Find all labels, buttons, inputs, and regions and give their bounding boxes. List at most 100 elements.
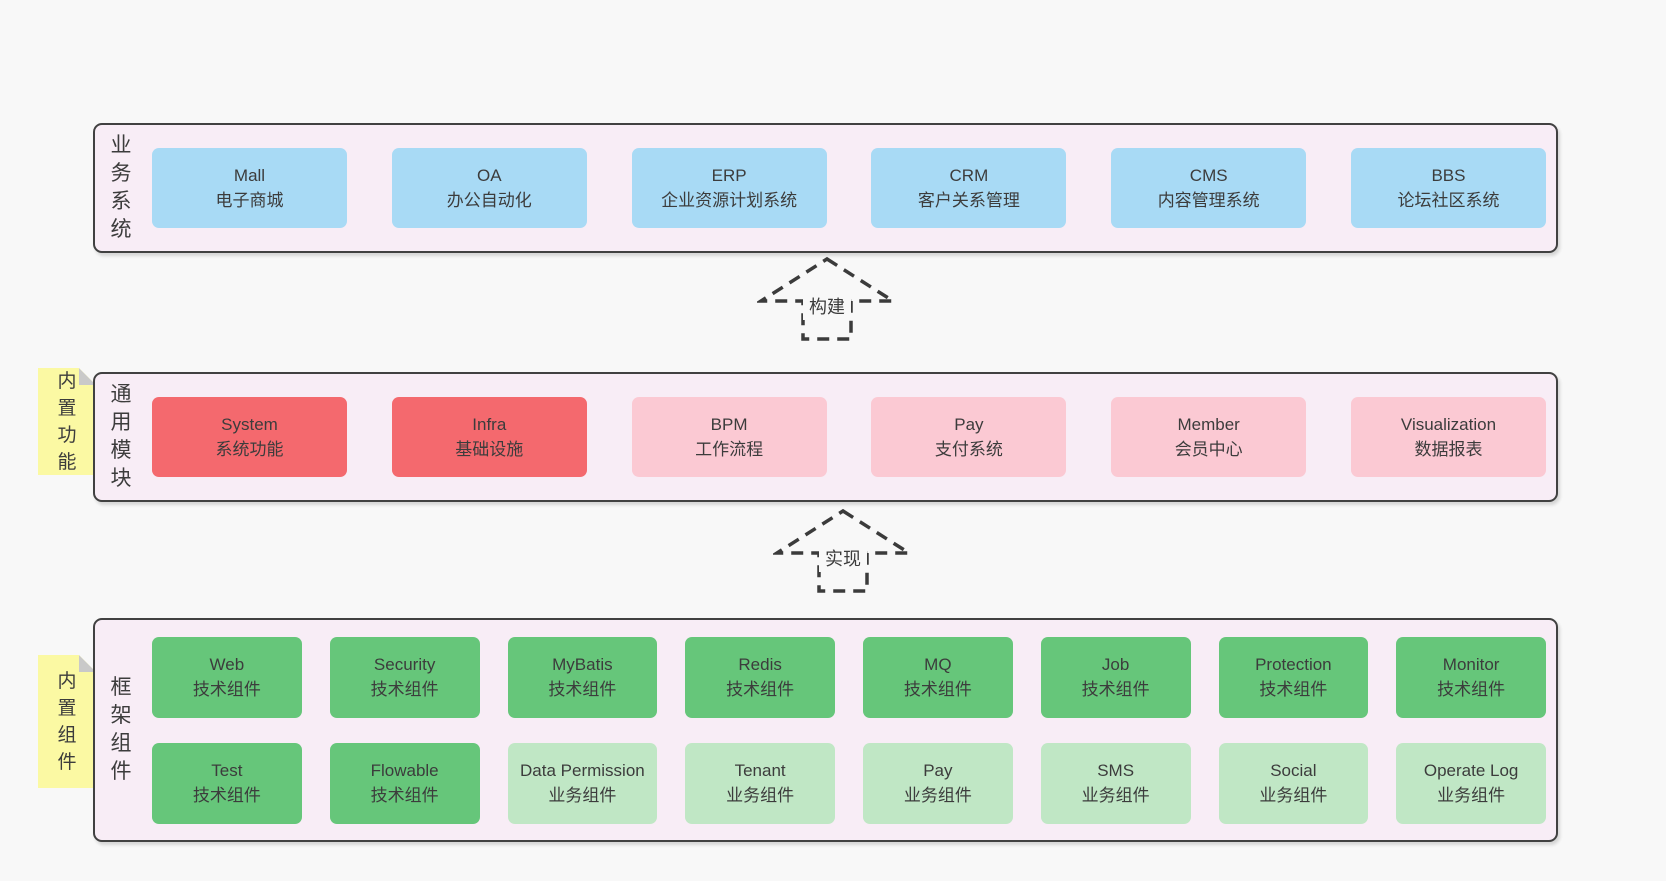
sticky-note-built-in-features: 内置功能 xyxy=(38,368,96,475)
module-box-member: Member 会员中心 xyxy=(1111,397,1307,477)
module-box-desc: 企业资源计划系统 xyxy=(661,191,798,210)
module-box-desc: 技术组件 xyxy=(726,680,795,699)
module-box-desc: 客户关系管理 xyxy=(917,191,1020,210)
module-box-name: Flowable xyxy=(370,761,439,780)
module-box-desc: 办公自动化 xyxy=(446,191,532,210)
module-box-name: Visualization xyxy=(1400,415,1497,434)
module-box-pay: Pay 业务组件 xyxy=(863,742,1013,824)
module-box-name: Web xyxy=(209,655,245,674)
module-box-desc: 业务组件 xyxy=(726,786,795,805)
module-box-desc: 电子商城 xyxy=(215,191,284,210)
module-box-cms: CMS 内容管理系统 xyxy=(1111,148,1307,228)
module-box-desc: 技术组件 xyxy=(370,680,439,699)
module-box-desc: 业务组件 xyxy=(1437,786,1506,805)
module-box-pay: Pay 支付系统 xyxy=(871,397,1067,477)
module-box-desc: 技术组件 xyxy=(1437,680,1506,699)
module-box-name: Job xyxy=(1101,655,1130,674)
module-box-name: Operate Log xyxy=(1423,761,1519,780)
module-box-name: MyBatis xyxy=(552,655,613,674)
module-box-name: CRM xyxy=(949,166,989,185)
business-panel-label-column: 业务系统 xyxy=(95,132,147,244)
module-box-sms: SMS 业务组件 xyxy=(1040,742,1191,824)
module-box-name: Redis xyxy=(738,655,782,674)
module-box-name: OA xyxy=(477,166,502,185)
framework-components-panel: 框架组件 Web 技术组件 Security 技术组件 MyBatis 技术组件… xyxy=(93,618,1558,842)
module-box-name: BPM xyxy=(710,415,748,434)
module-box-name: Pay xyxy=(954,415,984,434)
business-systems-panel: 业务系统 Mall 电子商城 OA 办公自动化 ERP 企业资源计划系统 CRM… xyxy=(93,123,1558,253)
module-box-infra: Infra 基础设施 xyxy=(391,397,587,477)
module-box-mybatis: MyBatis 技术组件 xyxy=(507,636,658,718)
module-box-desc: 内容管理系统 xyxy=(1157,191,1260,210)
module-box-desc: 业务组件 xyxy=(1081,786,1150,805)
module-box-desc: 技术组件 xyxy=(1081,680,1150,699)
module-box-social: Social 业务组件 xyxy=(1218,742,1369,824)
module-box-name: CMS xyxy=(1189,166,1228,185)
framework-panel-label-column: 框架组件 xyxy=(95,674,147,786)
module-box-name: Tenant xyxy=(734,761,786,780)
module-box-name: ERP xyxy=(711,166,747,185)
module-box-bpm: BPM 工作流程 xyxy=(631,397,827,477)
module-box-desc: 技术组件 xyxy=(370,786,439,805)
module-box-desc: 技术组件 xyxy=(548,680,617,699)
module-box-desc: 业务组件 xyxy=(1259,786,1328,805)
common-boxes-row: System 系统功能 Infra 基础设施 BPM 工作流程 Pay 支付系统… xyxy=(152,397,1546,477)
module-box-job: Job 技术组件 xyxy=(1040,636,1191,718)
built-in-components-note-text: 内置组件 xyxy=(57,670,77,773)
module-box-desc: 技术组件 xyxy=(192,680,261,699)
module-box-desc: 工作流程 xyxy=(695,440,764,459)
module-box-name: Infra xyxy=(472,415,507,434)
module-box-name: Security xyxy=(373,655,436,674)
common-panel-label-column: 通用模块 xyxy=(95,381,147,493)
module-box-erp: ERP 企业资源计划系统 xyxy=(631,148,827,228)
module-box-desc: 业务组件 xyxy=(548,786,617,805)
module-box-name: Protection xyxy=(1255,655,1332,674)
module-box-data-permission: Data Permission 业务组件 xyxy=(507,742,658,824)
module-box-name: System xyxy=(221,415,278,434)
module-box-name: Data Permission xyxy=(520,761,645,780)
module-box-name: Test xyxy=(211,761,243,780)
module-box-name: Monitor xyxy=(1442,655,1500,674)
business-panel-label: 业务系统 xyxy=(110,134,132,241)
up-arrow-icon xyxy=(773,508,913,593)
module-box-test: Test 技术组件 xyxy=(152,742,302,824)
build-arrow-label: 构建 xyxy=(803,292,851,320)
module-box-monitor: Monitor 技术组件 xyxy=(1396,636,1546,718)
implement-arrow: 实现 xyxy=(773,508,913,594)
business-boxes-row: Mall 电子商城 OA 办公自动化 ERP 企业资源计划系统 CRM 客户关系… xyxy=(152,148,1546,228)
module-box-name: Social xyxy=(1270,761,1317,780)
module-box-desc: 会员中心 xyxy=(1174,440,1243,459)
sticky-note-built-in-components: 内置组件 xyxy=(38,655,96,788)
framework-panel-label: 框架组件 xyxy=(110,676,132,783)
module-box-bbs: BBS 论坛社区系统 xyxy=(1350,148,1546,228)
built-in-features-note-text: 内置功能 xyxy=(57,370,77,473)
module-box-mall: Mall 电子商城 xyxy=(152,148,347,228)
module-box-name: Mall xyxy=(233,166,266,185)
module-box-visualization: Visualization 数据报表 xyxy=(1350,397,1546,477)
framework-boxes-grid: Web 技术组件 Security 技术组件 MyBatis 技术组件 Redi… xyxy=(152,636,1546,824)
module-box-protection: Protection 技术组件 xyxy=(1218,636,1369,718)
module-box-desc: 技术组件 xyxy=(1259,680,1328,699)
module-box-name: MQ xyxy=(924,655,952,674)
module-box-mq: MQ 技术组件 xyxy=(863,636,1013,718)
module-box-name: SMS xyxy=(1097,761,1135,780)
module-box-name: BBS xyxy=(1431,166,1466,185)
module-box-desc: 业务组件 xyxy=(903,786,972,805)
module-box-desc: 基础设施 xyxy=(455,440,524,459)
module-box-desc: 技术组件 xyxy=(192,786,261,805)
module-box-desc: 技术组件 xyxy=(903,680,972,699)
module-box-desc: 系统功能 xyxy=(215,440,284,459)
module-box-desc: 论坛社区系统 xyxy=(1397,191,1500,210)
module-box-system: System 系统功能 xyxy=(152,397,347,477)
module-box-name: Pay xyxy=(923,761,953,780)
module-box-operate-log: Operate Log 业务组件 xyxy=(1396,742,1546,824)
module-box-desc: 数据报表 xyxy=(1414,440,1483,459)
implement-arrow-label: 实现 xyxy=(819,544,867,572)
module-box-crm: CRM 客户关系管理 xyxy=(871,148,1067,228)
module-box-flowable: Flowable 技术组件 xyxy=(329,742,480,824)
module-box-desc: 支付系统 xyxy=(934,440,1003,459)
module-box-web: Web 技术组件 xyxy=(152,636,302,718)
build-arrow: 构建 xyxy=(757,256,897,342)
common-panel-label: 通用模块 xyxy=(110,383,132,490)
